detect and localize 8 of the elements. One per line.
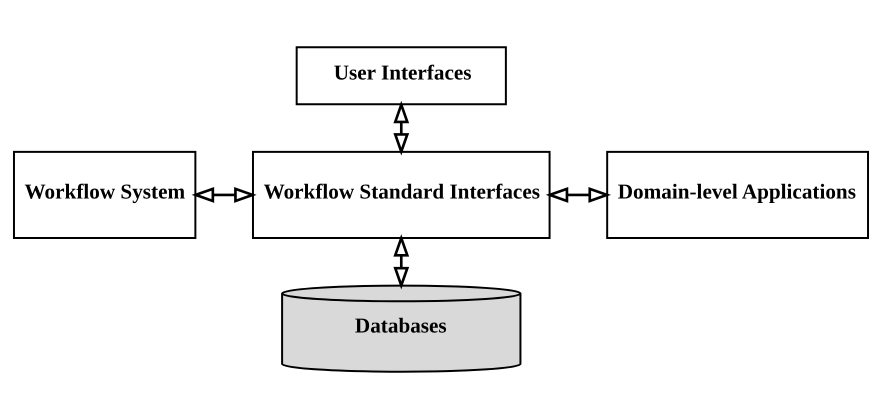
node-box: User Interfaces (296, 46, 507, 106)
arrow (192, 187, 257, 203)
node-box: Domain-level Applications (606, 150, 870, 239)
arrow (393, 234, 410, 290)
arrow (546, 187, 611, 203)
node-box: Workflow Standard Interfaces (252, 150, 551, 239)
node-box: Workflow System (12, 150, 196, 239)
arrow (393, 100, 410, 156)
